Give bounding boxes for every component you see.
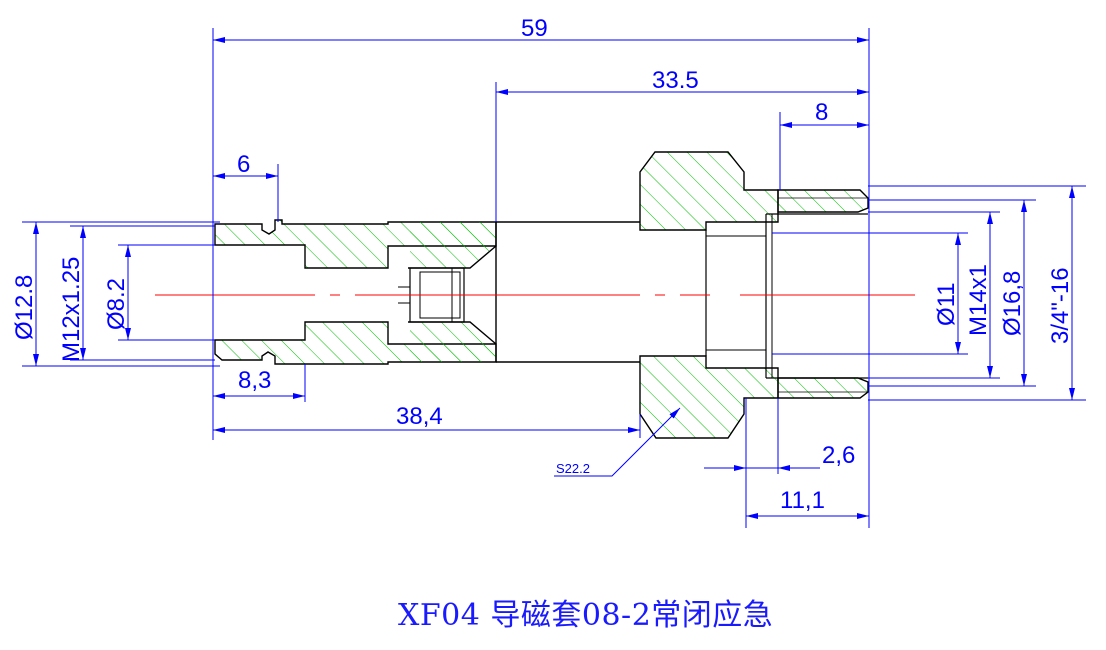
right-lower-wall <box>777 377 869 399</box>
hex-upper <box>639 151 779 231</box>
cone-upper <box>410 222 496 268</box>
dim-overall-length: 59 <box>521 15 548 42</box>
cone-lower <box>410 322 496 362</box>
dim-right-outer-dia: Ø16,8 <box>999 271 1026 336</box>
dimension-labels: 59 33.5 8 6 8,3 38,4 2,6 11,1 Ø12.8 M12x… <box>11 15 1074 514</box>
dim-left-thread: M12x1.25 <box>58 257 85 362</box>
dim-undercut: 2,6 <box>822 442 855 469</box>
dimension-lines <box>22 28 1086 528</box>
dim-left-bore-depth: 8,3 <box>238 367 271 394</box>
dim-hex-size: S22.2 <box>556 461 590 476</box>
dim-left-outer-dia: Ø12.8 <box>11 275 38 340</box>
dim-right-inner-dia: Ø11 <box>933 282 960 326</box>
drawing-caption: XF04 导磁套08-2常闭应急 <box>398 598 774 633</box>
right-upper-wall <box>777 189 869 213</box>
dim-right-section: 11,1 <box>780 487 825 514</box>
dim-left-bore-dia: Ø8.2 <box>103 278 130 330</box>
dim-right-outer-thread: 3/4"-16 <box>1047 267 1074 344</box>
dim-hex-position: 38,4 <box>396 403 443 430</box>
dim-thread-length-right: 8 <box>815 99 828 126</box>
dim-left-recess: 6 <box>237 151 250 178</box>
dim-right-inner-thread: M14x1 <box>965 264 992 336</box>
hex-lower <box>639 355 779 439</box>
dim-bore-depth: 33.5 <box>652 67 699 94</box>
part-section <box>214 151 869 439</box>
